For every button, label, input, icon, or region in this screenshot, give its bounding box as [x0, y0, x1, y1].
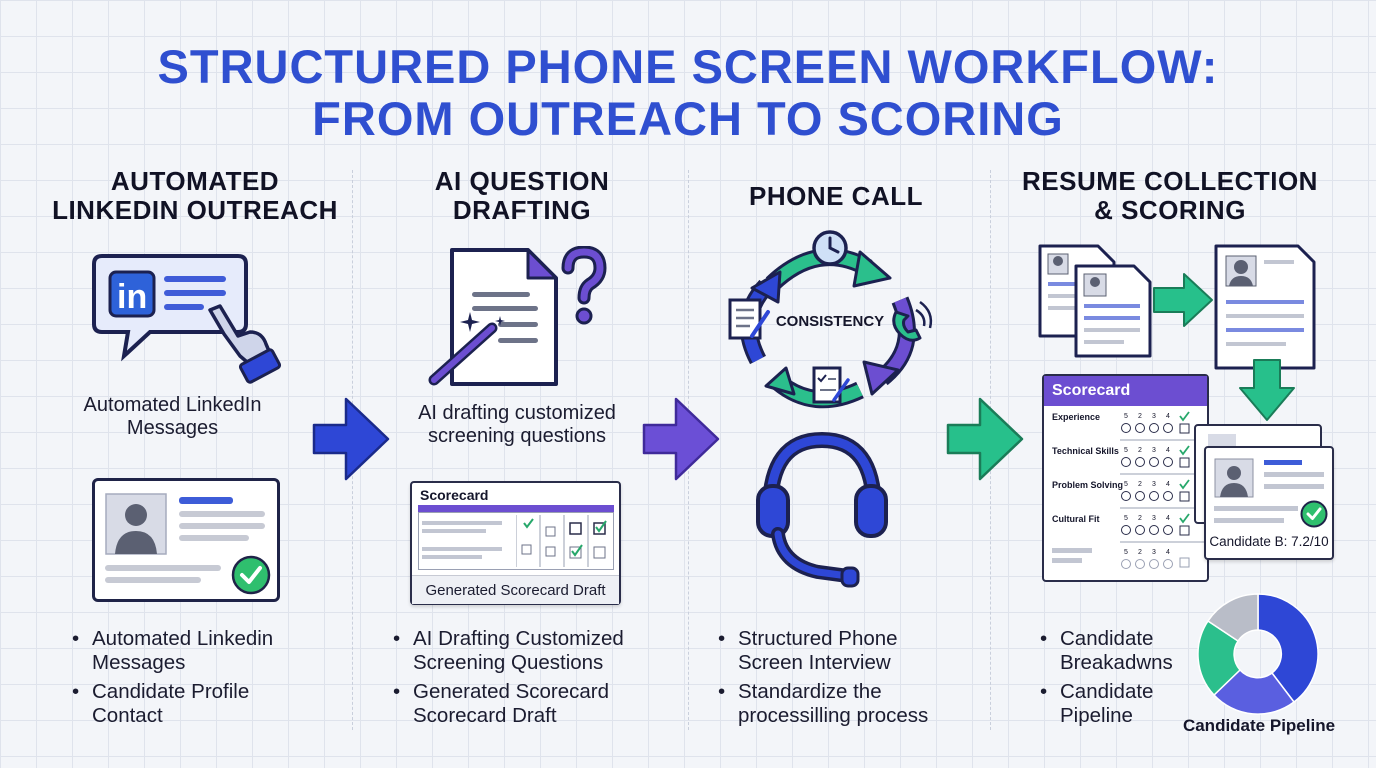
candidate-profile-card — [92, 478, 280, 602]
pipeline-label: Candidate Pipeline — [1182, 716, 1336, 735]
step-bullets: • AI Drafting Customized Screening Quest… — [393, 627, 683, 733]
cycle-label: CONSISTENCY — [776, 313, 884, 330]
question-mark-icon — [561, 246, 607, 325]
column-heading: RESUME COLLECTION & SCORING — [1022, 166, 1318, 225]
checkmark-icon — [231, 555, 271, 595]
avatar-icon — [1214, 458, 1254, 498]
svg-text:5: 5 — [1124, 481, 1128, 488]
svg-text:5: 5 — [1124, 515, 1128, 522]
rating-grid: 5 2 3 4 5 2 3 4 5 2 3 4 5 2 3 4 — [1120, 411, 1205, 569]
bullet-item: • AI Drafting Customized Screening Quest… — [393, 627, 624, 674]
linkedin-logo: in — [117, 278, 147, 316]
step-bullets: • Automated Linkedin Messages • Candidat… — [72, 627, 342, 733]
step-bullets: • Structured Phone Screen Interview • St… — [718, 627, 988, 733]
svg-text:2: 2 — [1138, 549, 1142, 556]
checkbox-grid — [516, 515, 607, 567]
svg-text:4: 4 — [1166, 549, 1170, 556]
svg-text:3: 3 — [1152, 515, 1156, 522]
bullet-item: • Automated Linkedin Messages — [72, 627, 274, 674]
bullet-item: • Standardize the processilling process — [718, 680, 929, 727]
criterion-label: Cultural Fit — [1052, 514, 1100, 524]
headset-icon — [756, 431, 888, 588]
arrow-right-icon — [312, 397, 390, 481]
notepad-icon — [728, 298, 770, 340]
svg-text:3: 3 — [1152, 549, 1156, 556]
rating-row: 5 2 3 4 — [1120, 445, 1205, 475]
bullet-item: • Candidate Breakadwns — [1040, 627, 1173, 674]
bullet-item: • Candidate Pipeline — [1040, 680, 1154, 727]
candidate-score-label: Candidate B: 7.2/10 — [1209, 534, 1329, 549]
bullet-item: • Generated Scorecard Scorecard Draft — [393, 680, 610, 727]
rating-row: 5 2 3 4 — [1121, 549, 1190, 569]
rating-row: 5 2 3 4 — [1120, 513, 1205, 543]
pipeline-donut-chart — [1197, 593, 1319, 715]
svg-text:2: 2 — [1138, 413, 1142, 420]
column-heading: AUTOMATED LINKEDIN OUTREACH — [52, 166, 338, 225]
svg-text:2: 2 — [1138, 481, 1142, 488]
resume-collection — [1038, 244, 1316, 421]
donut-slice — [1212, 668, 1296, 715]
donut-slice — [1206, 593, 1259, 643]
avatar-icon — [105, 493, 167, 555]
page-title-line1: STRUCTURED PHONE SCREEN WORKFLOW: — [157, 40, 1219, 93]
svg-text:4: 4 — [1166, 413, 1170, 420]
arrow-down-icon — [1239, 359, 1295, 421]
resume-document — [1074, 264, 1152, 358]
scoring-scorecard: Scorecard Experience Technical Skills Pr… — [1042, 374, 1209, 582]
linkedin-message-icon: in — [92, 254, 282, 384]
document-icon — [428, 246, 607, 386]
svg-text:5: 5 — [1124, 413, 1128, 420]
donut-slice — [1257, 593, 1319, 704]
column-heading: AI QUESTION DRAFTING — [434, 166, 610, 225]
arrow-right-icon — [642, 397, 720, 481]
svg-text:4: 4 — [1166, 515, 1170, 522]
candidate-card: Candidate B: 7.2/10 — [1204, 446, 1334, 560]
svg-text:4: 4 — [1166, 447, 1170, 454]
clock-icon — [812, 230, 848, 266]
consistency-cycle: CONSISTENCY — [728, 230, 933, 409]
scorecard-title: Scorecard — [1052, 382, 1131, 399]
criterion-label: Technical Skills — [1052, 446, 1119, 456]
step-caption: AI drafting customized screening questio… — [418, 402, 616, 447]
checklist-icon — [812, 366, 850, 404]
criterion-label: Experience — [1052, 412, 1101, 422]
svg-text:5: 5 — [1124, 549, 1128, 556]
step-bullets: • Candidate Breakadwns • Candidate Pipel… — [1040, 627, 1200, 733]
checkmark-icon — [1300, 500, 1328, 528]
svg-text:5: 5 — [1124, 447, 1128, 454]
page-title-line2: FROM OUTREACH TO SCORING — [312, 92, 1064, 145]
phone-icon — [892, 300, 933, 342]
resume-document — [1214, 244, 1316, 370]
svg-text:2: 2 — [1138, 515, 1142, 522]
scorecard-draft: Scorecard Generated Scorecard Draft — [410, 481, 621, 605]
bullet-item: • Candidate Profile Contact — [72, 680, 250, 727]
pointing-hand-icon — [208, 304, 282, 384]
bullet-item: • Structured Phone Screen Interview — [718, 627, 898, 674]
step-caption: Automated LinkedIn Messages — [83, 394, 262, 439]
rating-row: 5 2 3 4 — [1120, 479, 1205, 509]
magic-wand-icon — [428, 312, 505, 386]
scorecard-caption: Generated Scorecard Draft — [425, 582, 606, 599]
column-heading: PHONE CALL — [749, 181, 923, 211]
arrow-right-icon — [946, 397, 1024, 481]
svg-text:3: 3 — [1152, 447, 1156, 454]
scorecard-title: Scorecard — [420, 487, 489, 503]
svg-text:2: 2 — [1138, 447, 1142, 454]
donut-slice — [1197, 619, 1242, 697]
rating-row: 5 2 3 4 — [1120, 411, 1205, 441]
svg-text:4: 4 — [1166, 481, 1170, 488]
svg-text:3: 3 — [1152, 413, 1156, 420]
svg-text:3: 3 — [1152, 481, 1156, 488]
arrow-right-icon — [1153, 273, 1213, 327]
criterion-label: Problem Solving — [1052, 480, 1124, 490]
